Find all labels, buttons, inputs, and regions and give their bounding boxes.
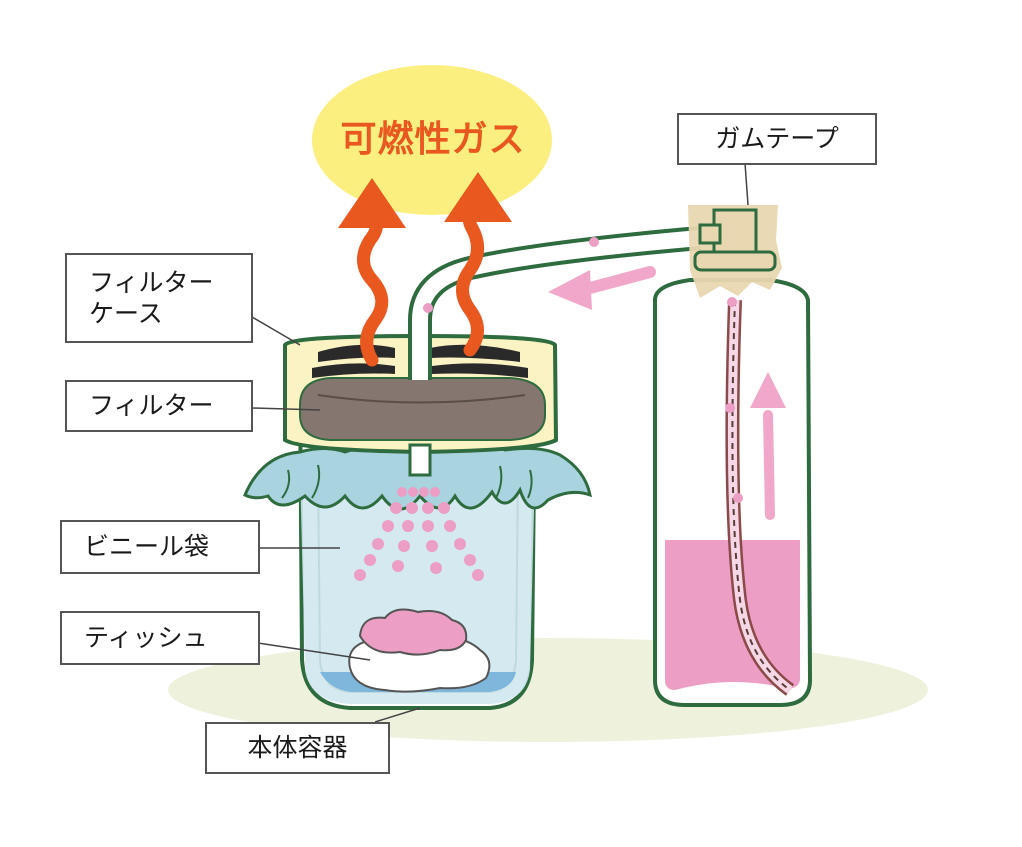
label-filter-text: フィルター <box>89 391 214 421</box>
label-filter: フィルター <box>65 380 253 432</box>
leader-lines <box>251 162 749 723</box>
label-filter-case: フィルター ケース <box>65 253 253 343</box>
filter-pad <box>299 377 546 441</box>
filter-texture <box>317 394 526 404</box>
gas-droplets <box>354 487 484 581</box>
label-filter-case-line1: フィルター <box>89 267 214 297</box>
label-main-container-text: 本体容器 <box>247 733 348 763</box>
label-main-container: 本体容器 <box>205 722 390 774</box>
tissue <box>348 608 491 693</box>
gum-tape <box>688 205 782 298</box>
label-plastic-bag-text: ビニール袋 <box>84 532 210 562</box>
gas-cloud <box>312 65 552 215</box>
gas-arrows <box>357 203 484 367</box>
label-tissue-text: ティッシュ <box>84 623 208 653</box>
spray-can <box>653 278 813 707</box>
label-filter-case-line2: ケース <box>89 299 163 328</box>
label-plastic-bag: ビニール袋 <box>60 520 260 574</box>
gas-arrowhead-left <box>338 178 406 228</box>
label-tissue: ティッシュ <box>60 611 260 665</box>
label-gum-tape: ガムテープ <box>677 113 877 165</box>
gas-arrowhead-right <box>444 172 512 222</box>
gas-tube <box>408 226 702 477</box>
label-gum-tape-text: ガムテープ <box>715 124 839 154</box>
flammable-gas-title: 可燃性ガス <box>340 119 526 160</box>
flow-arrow <box>548 266 656 310</box>
